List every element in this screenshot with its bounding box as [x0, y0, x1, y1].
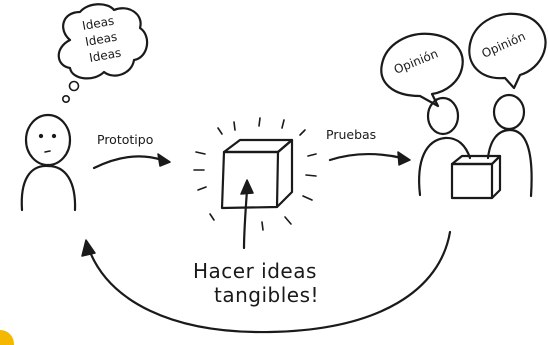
thought-bubble-dot-large	[68, 80, 80, 92]
tested-box	[450, 154, 502, 200]
speech-bubble-left: Opinión	[380, 32, 464, 108]
testing-arrow-group: Pruebas	[326, 127, 411, 166]
tester-left-body	[418, 136, 472, 197]
caption-line-2: tangibles!	[214, 283, 319, 307]
thinker-right-eye	[51, 133, 57, 139]
testing-arrowhead	[397, 151, 411, 166]
tester-right-body	[486, 128, 533, 198]
caption-arrow-line	[242, 188, 249, 250]
feedback-loop-arrowhead	[81, 239, 96, 257]
testers-group	[418, 93, 533, 200]
caption-arrowhead	[240, 179, 254, 195]
prototype-arrowhead	[157, 153, 171, 167]
prototype-arrow-group: Prototipo	[92, 132, 171, 170]
caption-line-1: Hacer ideas	[193, 259, 317, 283]
tested-box-front	[450, 162, 494, 200]
tester-right-head	[492, 93, 526, 131]
speech-bubble-right-label: Opinión	[480, 29, 528, 61]
speech-bubble-left-outline	[380, 32, 464, 108]
thinker-body	[20, 164, 77, 212]
corner-accent	[0, 330, 14, 345]
thinker-head	[24, 113, 72, 167]
thinker-left-eye	[38, 133, 44, 139]
testing-arrow-line	[328, 153, 404, 162]
cube-sparkle-lines	[193, 117, 317, 231]
prototype-arrow-line	[92, 155, 164, 170]
speech-bubble-left-label: Opinión	[392, 46, 440, 76]
corner-accent-shape	[0, 330, 14, 345]
thought-bubble-dot-small	[61, 95, 70, 104]
thought-bubble: Ideas Ideas Ideas	[57, 3, 149, 104]
caption-arrow-group	[240, 179, 254, 250]
thought-line-3: Ideas	[88, 46, 122, 65]
idea-cube	[193, 117, 317, 231]
thinker-mouth	[44, 150, 51, 153]
thought-line-1: Ideas	[81, 14, 115, 33]
speech-bubble-right-outline	[468, 12, 547, 90]
feedback-loop-arrow-group	[81, 230, 452, 334]
thought-line-2: Ideas	[84, 30, 118, 49]
speech-bubble-right: Opinión	[468, 12, 547, 90]
cube-side-face	[275, 138, 294, 209]
thinker-person	[20, 113, 77, 212]
feedback-loop-arrow-line	[88, 230, 452, 334]
prototype-arrow-label: Prototipo	[97, 132, 153, 147]
testing-arrow-label: Pruebas	[326, 127, 376, 142]
cube-top-face	[222, 138, 294, 154]
tester-left-head	[426, 96, 460, 136]
tested-box-side	[490, 154, 502, 200]
thought-cloud-outline	[57, 3, 149, 80]
caption: Hacer ideas tangibles!	[193, 259, 319, 307]
cube-front-face	[220, 150, 280, 210]
